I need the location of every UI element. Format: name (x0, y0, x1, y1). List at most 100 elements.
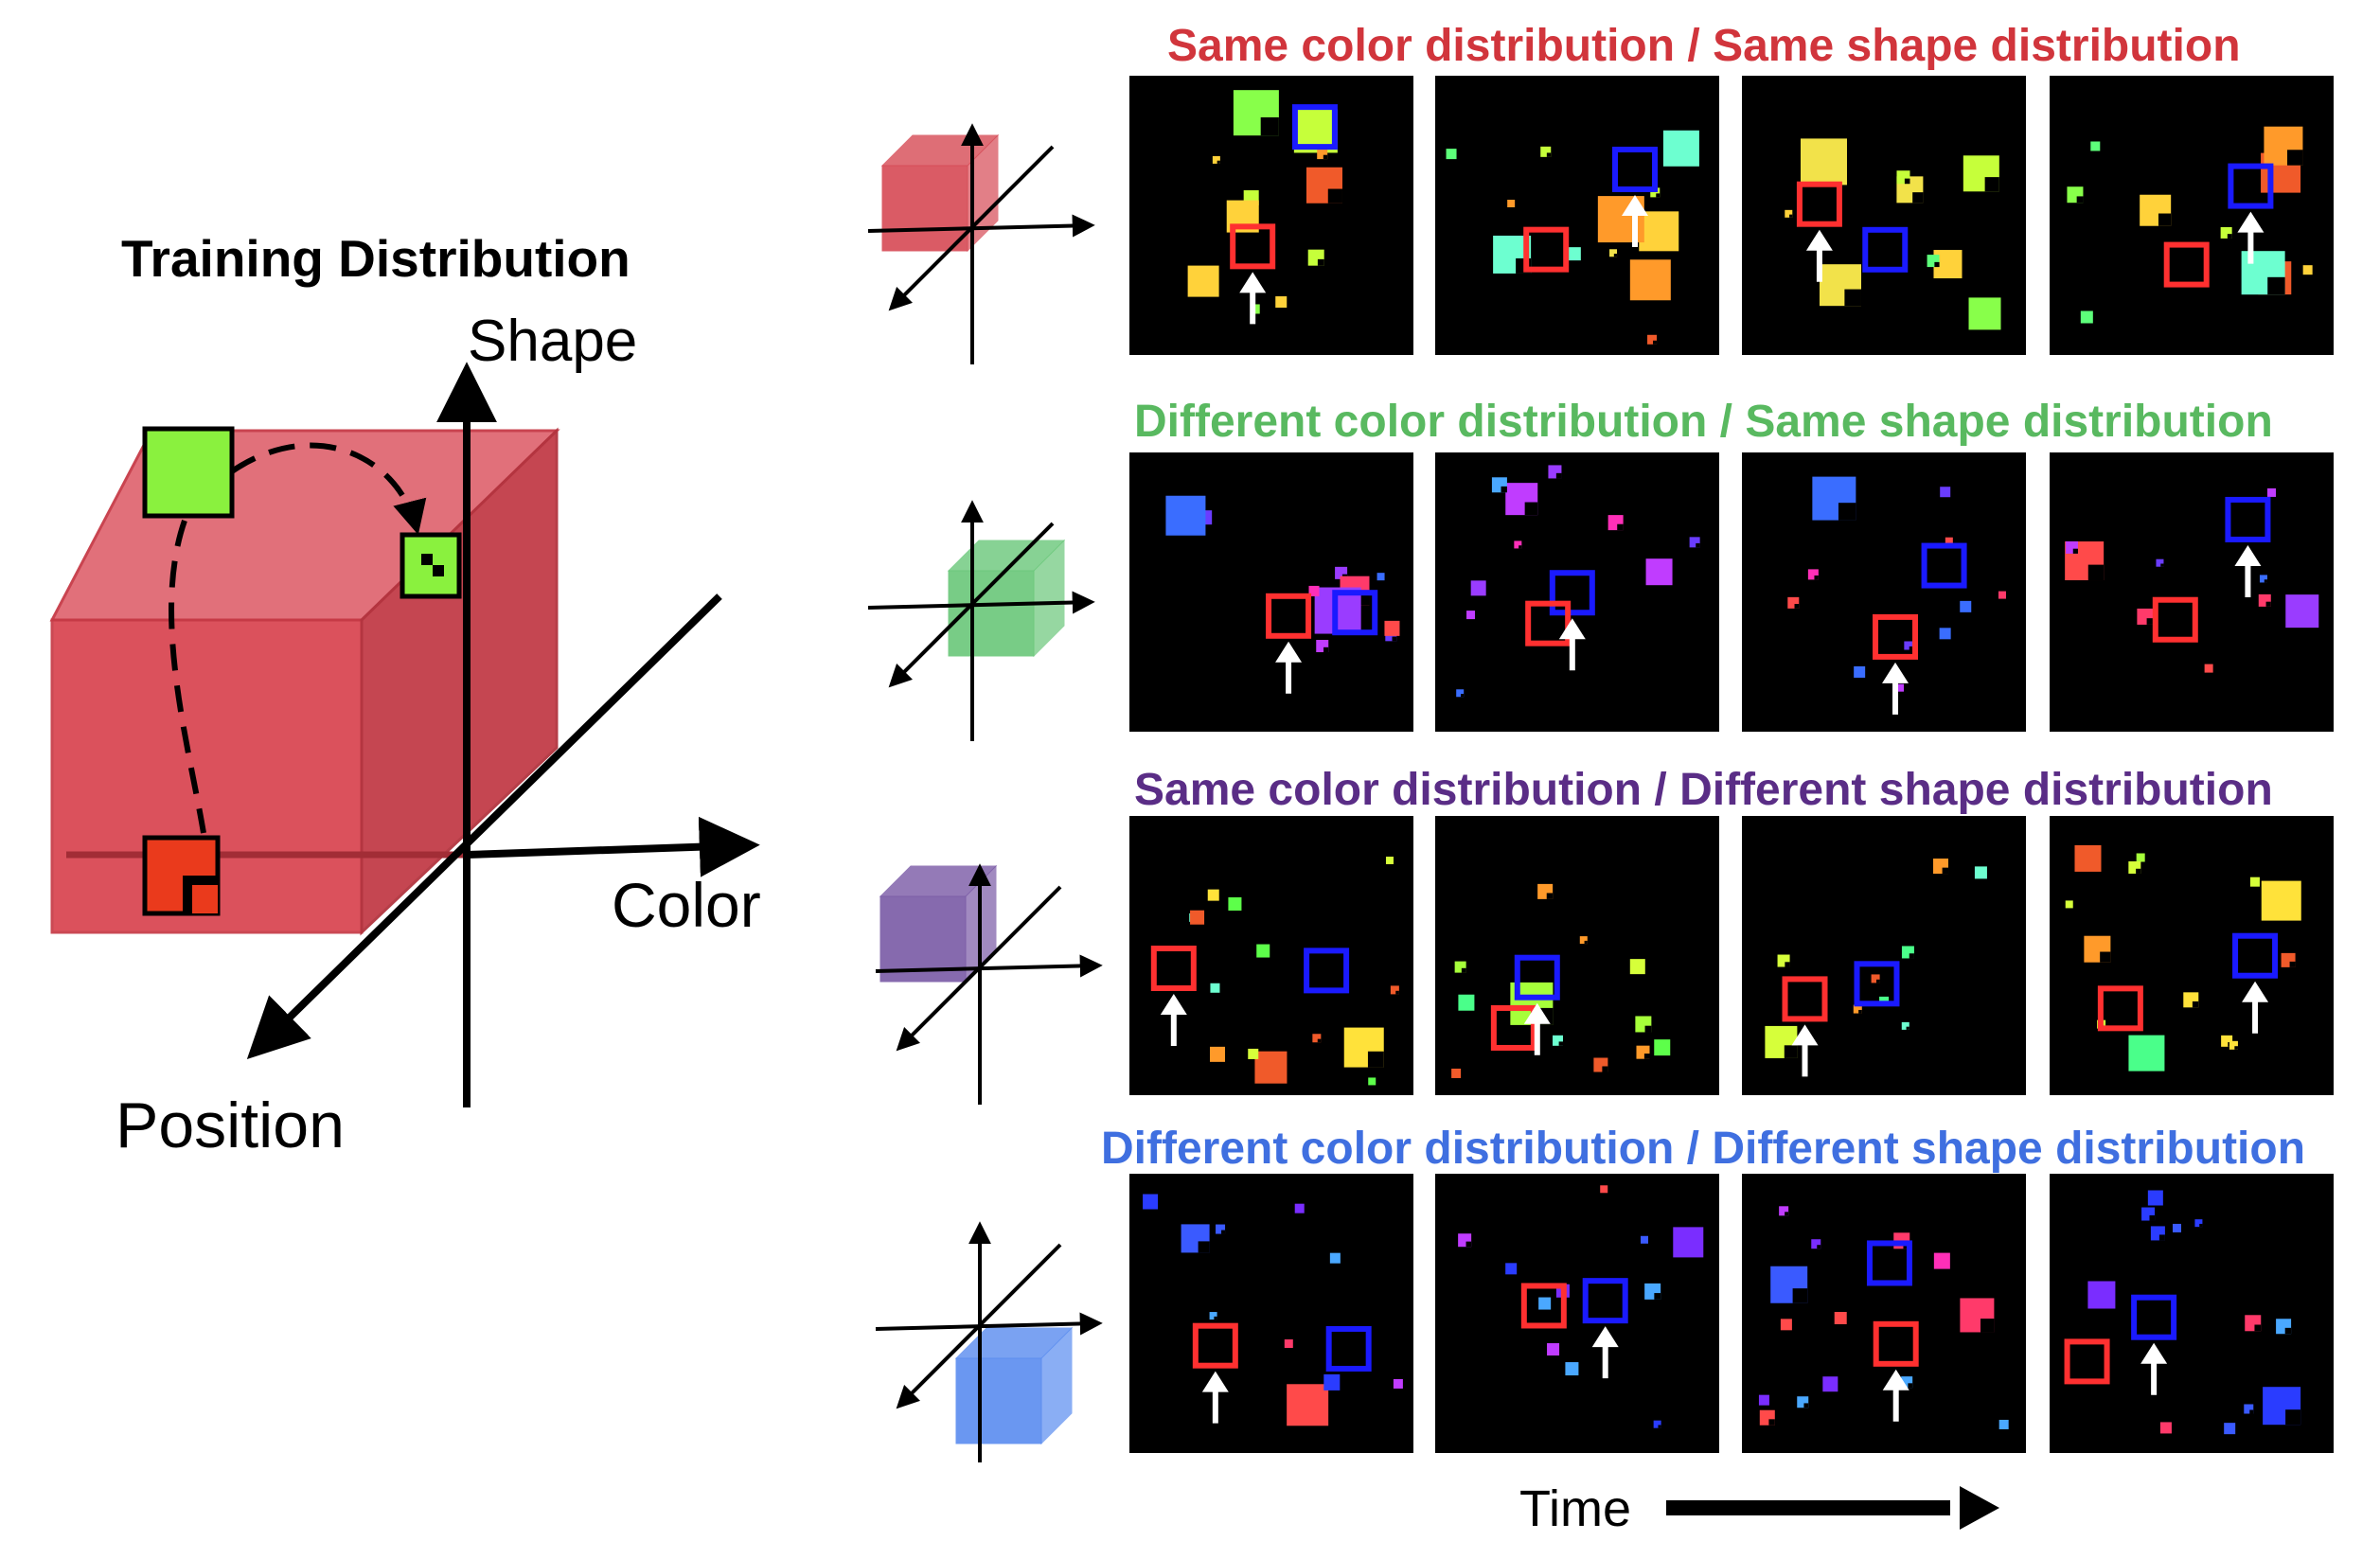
mini-axes (875, 1221, 1103, 1462)
object-block (1143, 1194, 1159, 1210)
object-block (1998, 591, 2006, 599)
object-block (2156, 558, 2164, 567)
object-block (1458, 994, 1475, 1011)
mini-cube-icon (880, 133, 1000, 253)
time-arrow-head (1960, 1486, 1999, 1530)
object-block (1758, 1394, 1769, 1406)
object-block (1384, 620, 1400, 636)
object-block (1466, 611, 1476, 620)
position-axis (246, 593, 722, 1059)
red-agent-box (1150, 945, 1197, 991)
object-block (1673, 1227, 1704, 1258)
object-block (2229, 1040, 2238, 1050)
red-agent-box (2152, 596, 2198, 643)
blue-target-box (1866, 1240, 1912, 1286)
object-block (2302, 265, 2313, 275)
object-block (1968, 297, 2001, 330)
red-agent-box (2097, 985, 2143, 1032)
row-2 (867, 452, 2334, 741)
object-block (1210, 1046, 1226, 1062)
object-block (1254, 1051, 1288, 1084)
blue-target-box (1332, 590, 1378, 636)
red-agent-box (1266, 593, 1312, 639)
object-block (1600, 1185, 1608, 1194)
object-block (1639, 211, 1679, 252)
object-block (1896, 683, 1905, 692)
object-block (1811, 1239, 1821, 1249)
frame-tile (2050, 816, 2334, 1095)
row-4 (875, 1174, 2334, 1462)
object-block (1960, 600, 1972, 612)
frame-tile (1435, 452, 1719, 732)
object-block (1904, 641, 1913, 650)
object-block (1312, 1034, 1322, 1043)
red-square-icon (142, 835, 221, 916)
object-block (2224, 1423, 2236, 1435)
red-agent-box (1192, 1322, 1238, 1369)
blue-target-box (1325, 1325, 1372, 1372)
object-block (1647, 334, 1658, 345)
blue-target-box (1291, 104, 1338, 151)
object-block (1228, 896, 1242, 911)
object-block (1854, 665, 1866, 678)
object-block (1308, 585, 1320, 596)
position-axis-label: Position (115, 1089, 345, 1161)
blue-target-box (1854, 961, 1900, 1007)
object-block (2065, 900, 2073, 909)
frame-tile (1129, 76, 1413, 355)
red-agent-box (1230, 223, 1276, 270)
object-block (1540, 146, 1552, 157)
object-block (1567, 247, 1581, 261)
row-4-title: Different color distribution / Different… (1101, 1124, 2306, 1174)
blue-target-box (1612, 146, 1659, 192)
object-block (1853, 1004, 1862, 1014)
object-block (1785, 209, 1793, 218)
object-block (1207, 889, 1219, 901)
frame-tile (1129, 816, 1413, 1095)
blue-target-box (1582, 1278, 1628, 1324)
color-axis-label: Color (612, 870, 761, 940)
frame-tile (1435, 1174, 1719, 1453)
red-agent-box (1525, 600, 1572, 647)
red-agent-box (1796, 181, 1842, 227)
object-block (2194, 1219, 2203, 1228)
frame-tile (2050, 76, 2334, 355)
object-block (1284, 1339, 1293, 1349)
object-block (1329, 1252, 1341, 1264)
object-block (1645, 558, 1673, 586)
object-block (2285, 594, 2319, 629)
object-block (1629, 259, 1671, 301)
object-block (1275, 296, 1288, 309)
red-agent-box (1520, 1283, 1567, 1329)
object-block (1800, 138, 1847, 186)
object-block (1807, 569, 1819, 580)
object-block (2172, 1223, 2181, 1232)
red-agent-box (1873, 1320, 1919, 1367)
object-block (1538, 1297, 1552, 1310)
object-block (2090, 141, 2101, 151)
blue-target-box (2225, 496, 2271, 542)
frame-tile (1742, 452, 2026, 732)
object-block (1834, 1311, 1847, 1324)
object-block (1940, 487, 1951, 498)
object-block (1565, 1362, 1579, 1376)
object-block (2267, 487, 2277, 497)
object-block (1998, 1419, 2009, 1429)
object-block (1689, 537, 1700, 548)
mini-axes (875, 863, 1103, 1105)
red-agent-box (2064, 1338, 2110, 1385)
object-block (1209, 1312, 1217, 1320)
frame-tile (1129, 452, 1413, 732)
frame-tile (1742, 816, 2026, 1095)
object-block (1256, 944, 1270, 958)
object-block (2087, 1281, 2116, 1309)
object-block (1187, 265, 1219, 297)
object-block (1294, 1203, 1305, 1213)
blue-target-box (2232, 932, 2279, 979)
object-block (1470, 580, 1486, 596)
object-block (1390, 985, 1399, 995)
object-block (2159, 1422, 2172, 1434)
frame-tile (2050, 452, 2334, 732)
